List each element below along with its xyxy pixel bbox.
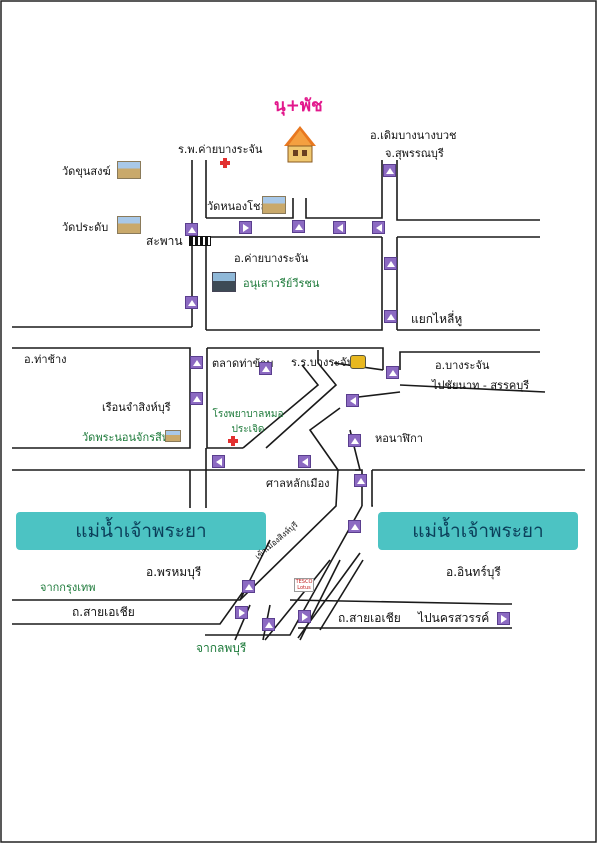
to-chainat-label: ไปชัยนาท - สรรคบุรี [432,379,530,392]
hospital-camp-label: ร.พ.ค่ายบางระจัน [178,143,263,156]
boat-house-label: เรือนจำสิงห์บุรี [102,401,171,414]
map-title: นุ+พัช [274,96,323,116]
direction-arrow-up [292,220,305,233]
direction-arrow-up [262,618,275,631]
direction-arrow-up [384,257,397,270]
monument-icon [212,272,236,292]
direction-arrow-right [497,612,510,625]
wat-khun-song-label: วัดขุนสงฆ์ [62,165,111,178]
school-bus-icon [350,355,366,369]
direction-arrow-up [190,392,203,405]
clock-tower-label: หอนาฬิกา [375,432,423,445]
hospital-mo-label: โรงพยาบาลหมอประเจิด [212,409,284,435]
wat-phra-non-label: วัดพระนอนจักรสีห์ [82,431,170,444]
direction-arrow-up [259,362,272,375]
direction-arrow-up [185,296,198,309]
direction-arrow-right [298,610,311,623]
direction-arrow-left [212,455,225,468]
district-derm-label: อ.เดิมบางนางบวช [370,129,457,142]
direction-arrow-up [190,356,203,369]
red-cross-icon [220,158,230,168]
direction-arrow-up [348,434,361,447]
house-icon [282,124,318,163]
direction-arrow-up [384,310,397,323]
district-tha-chang-label: อ.ท่าช้าง [24,353,67,366]
direction-arrow-up [242,580,255,593]
direction-arrow-up [348,520,361,533]
bridge-label: สะพาน [146,234,183,248]
temple-icon [117,161,141,179]
district-khai-label: อ.ค่ายบางระจัน [234,252,309,265]
market-label: ตลาดท่าข้าม [212,357,274,370]
direction-arrow-left [372,221,385,234]
direction-arrow-up [185,223,198,236]
school-label: ร.ร.บางระจัน [291,356,355,369]
yaek-li-hu-label: แยกไหลี่หู [411,312,463,326]
tesco-logo-icon: TESCO Lotus [294,578,314,592]
from-bangkok-label: จากกรุงเทพ [40,581,96,594]
province-suphan-label: จ.สุพรรณบุรี [385,147,444,160]
road-asia-right-label: ถ.สายเอเชีย [338,611,401,625]
temple-icon [165,430,181,442]
monument-label: อนุเสาวรีย์วีรชน [243,277,320,290]
from-lopburi-label: จากลพบุรี [196,641,247,655]
wat-pra-dap-label: วัดประดับ [62,221,109,234]
direction-arrow-left [333,221,346,234]
direction-arrow-left [346,394,359,407]
direction-arrow-right [235,606,248,619]
direction-arrow-up [383,164,396,177]
district-bang-rachan-label: อ.บางระจัน [435,359,490,372]
direction-arrow-up [386,366,399,379]
direction-arrow-left [298,455,311,468]
to-nakhon-sawan-label: ไปนครสวรรค์ [418,611,490,625]
temple-icon [262,196,286,214]
road-asia-left-label: ถ.สายเอเชีย [72,605,135,619]
city-pillar-label: ศาลหลักเมือง [266,477,330,490]
district-phrom-label: อ.พรหมบุรี [146,565,202,579]
direction-arrow-up [354,474,367,487]
direction-arrow-right [239,221,252,234]
red-cross-icon [228,436,238,446]
temple-icon [117,216,141,234]
river-left: แม่น้ำเจ้าพระยา [16,512,266,550]
bridge-icon [189,236,211,246]
wat-nong-sano-label: วัดหนองโชลง [207,200,273,213]
district-in-label: อ.อินทร์บุรี [446,565,501,579]
river-right: แม่น้ำเจ้าพระยา [378,512,578,550]
